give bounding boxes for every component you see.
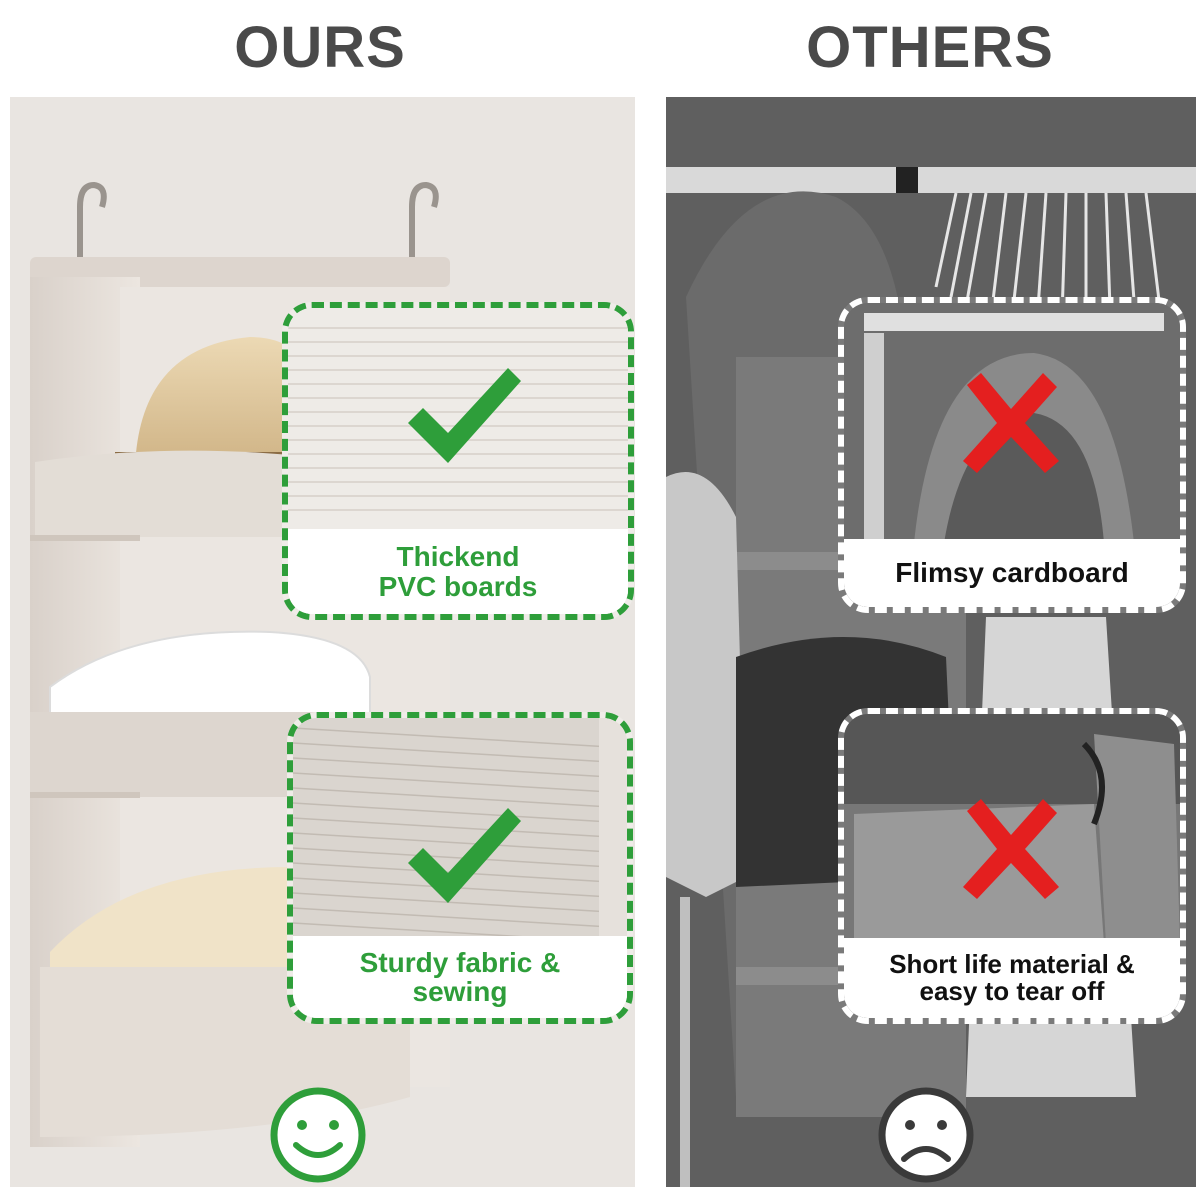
ours-product-photo: Thickend PVC boards Sturdy fabri [10, 97, 635, 1187]
callout-pvc-line1: Thickend [396, 541, 520, 573]
shelf-divider-1 [30, 535, 140, 541]
closet-rod [666, 167, 1196, 193]
white-shirt [49, 630, 371, 718]
callout-fabric-label: Sturdy fabric & sewing [293, 936, 627, 1018]
cross-icon [963, 373, 1059, 473]
callout-short-life-line1: Short life material & [889, 948, 1135, 979]
torn-fabric-photo [844, 714, 1180, 1018]
callout-short-life: Short life material & easy to tear off [838, 708, 1186, 1024]
callout-pvc-label: Thickend PVC boards [288, 529, 628, 614]
sad-face-icon [878, 1087, 974, 1183]
heading-ours: OURS [234, 15, 406, 80]
check-icon [408, 808, 521, 903]
callout-flimsy-cardboard: Flimsy cardboard [838, 297, 1186, 613]
callout-fabric-line1: Sturdy fabric & [359, 946, 561, 978]
callout-cardboard-line1: Flimsy cardboard [895, 557, 1129, 589]
hook-right [409, 181, 439, 367]
shelf-lip-1 [35, 450, 310, 537]
straw-hat [135, 337, 310, 467]
others-product-photo: Flimsy cardboard Short life material & e… [666, 97, 1196, 1187]
grey-sweater [666, 472, 746, 897]
callout-fabric-line2: sewing [412, 976, 508, 1007]
heading-others: OTHERS [806, 15, 1054, 80]
callout-sturdy-fabric: Sturdy fabric & sewing [287, 712, 633, 1024]
pole [680, 897, 690, 1187]
check-icon [408, 368, 521, 463]
callout-short-life-line2: easy to tear off [919, 976, 1105, 1006]
rod-bracket [896, 167, 918, 193]
hook-left [77, 181, 107, 367]
happy-face-icon [270, 1087, 366, 1183]
callout-short-life-label: Short life material & easy to tear off [844, 938, 1180, 1018]
cross-icon [963, 799, 1059, 899]
callout-cardboard-label: Flimsy cardboard [844, 539, 1180, 607]
folded-towel [50, 867, 300, 977]
shelf-divider-2 [30, 792, 140, 798]
callout-pvc-boards: Thickend PVC boards [282, 302, 634, 620]
callout-pvc-line2: PVC boards [378, 570, 538, 602]
